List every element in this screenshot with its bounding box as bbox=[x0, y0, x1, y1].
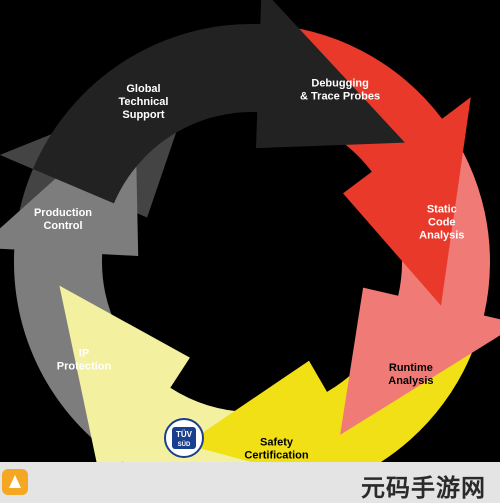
label-line: Support bbox=[122, 109, 164, 121]
label-line: Analysis bbox=[419, 230, 464, 242]
label-line: Analysis bbox=[388, 375, 433, 387]
label-line: Static bbox=[427, 204, 457, 216]
watermark-logo-icon bbox=[2, 469, 28, 495]
watermark-text: 元码手游网 bbox=[361, 474, 486, 502]
tuv-badge-top: TÜV bbox=[176, 430, 193, 439]
label-line: Production bbox=[34, 207, 92, 219]
label-line: Protection bbox=[57, 361, 112, 373]
label-line: Certification bbox=[244, 449, 308, 461]
label-line: Safety bbox=[260, 436, 294, 448]
label-line: Debugging bbox=[311, 78, 368, 90]
label-line: Code bbox=[428, 217, 456, 229]
label-line: Runtime bbox=[389, 362, 433, 374]
label-line: Technical bbox=[119, 96, 169, 108]
label-line: IP bbox=[79, 348, 89, 360]
label-line: Global bbox=[126, 83, 160, 95]
label-line: Control bbox=[43, 220, 82, 232]
label-line: & Trace Probes bbox=[300, 91, 380, 103]
tuv-badge-bottom: SÜD bbox=[178, 441, 191, 448]
segment-global-support bbox=[32, 0, 405, 204]
tuv-badge-icon: TÜV SÜD bbox=[164, 418, 204, 458]
label-debugging: Debugging& Trace Probes bbox=[300, 78, 380, 103]
watermark-band bbox=[0, 462, 500, 503]
